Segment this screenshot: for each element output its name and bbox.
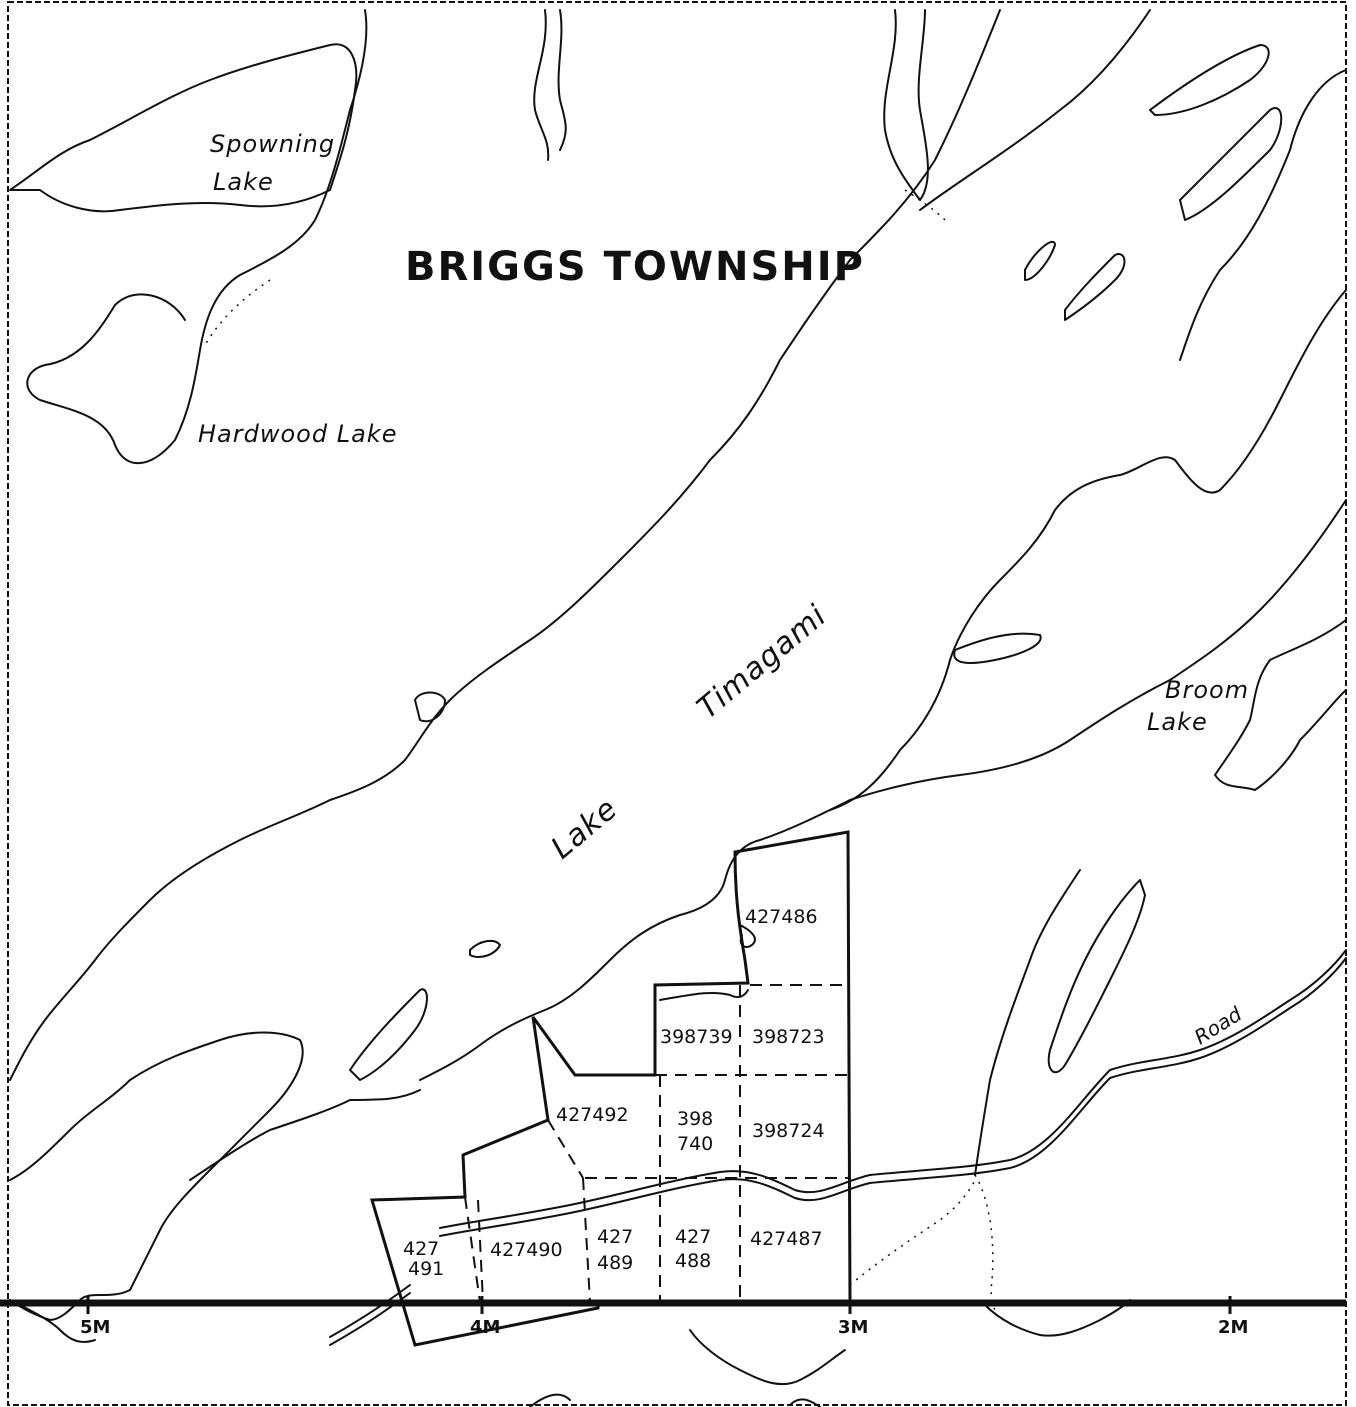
claim-427490: 427490 — [490, 1239, 563, 1261]
island-d — [469, 939, 501, 958]
timagami-northwest-shore — [9, 9, 1001, 1081]
claim-grid-line-v4 — [464, 1196, 481, 1303]
claim-427489-line-2: 489 — [597, 1252, 633, 1274]
broom-lake-label-1: Broom — [1165, 676, 1249, 704]
mile-marker-4m: 4M — [470, 1317, 500, 1338]
claim-398724: 398724 — [752, 1120, 825, 1142]
claim-427491-line-2: 491 — [408, 1258, 444, 1280]
east-narrow-lake — [1047, 879, 1146, 1074]
claim-398740-line-2: 740 — [677, 1133, 713, 1155]
portage-trail-east — [974, 1174, 996, 1311]
spowning-lake-label-1: Spowning — [210, 130, 335, 158]
lake-timagami-label-1: Lake — [545, 791, 625, 866]
map-frame — [7, 1, 1347, 1406]
mile-marker-5m: 5M — [80, 1317, 110, 1338]
lake-timagami-label-2: Timagami — [691, 598, 834, 726]
north-creek — [533, 9, 567, 161]
claim-398739: 398739 — [660, 1026, 733, 1048]
south-bay-shore — [189, 1089, 421, 1181]
south-lake-center — [689, 1329, 846, 1407]
northeast-islands — [1024, 44, 1283, 321]
broom-lake-shore — [1214, 619, 1347, 791]
broom-lake-label-2: Lake — [1147, 708, 1208, 736]
south-lake-east — [984, 1299, 1131, 1337]
claim-427489-line-1: 427 — [597, 1226, 633, 1248]
timagami-southeast-shore — [419, 499, 1347, 1081]
claim-427492: 427492 — [556, 1104, 629, 1126]
claim-grid-line-v5 — [477, 1199, 484, 1303]
northeast-point — [919, 9, 1151, 211]
island-a — [953, 632, 1042, 664]
spowning-lake-label-2: Lake — [213, 168, 274, 196]
northeast-shore — [883, 9, 929, 201]
claim-grid-line-v3 — [582, 1177, 591, 1303]
claim-shore-detail — [659, 924, 756, 1001]
east-shore-2 — [829, 289, 1347, 811]
claim-427486: 427486 — [745, 906, 818, 928]
hardwood-lake-label: Hardwood Lake — [198, 420, 397, 448]
claim-grid-line-diag — [547, 1119, 584, 1179]
claim-block-boundary — [370, 830, 852, 1347]
island-b — [414, 691, 446, 723]
east-shore-3 — [974, 869, 1081, 1176]
road-line-lower — [329, 957, 1347, 1346]
claim-427491-line-1: 427 — [403, 1238, 439, 1260]
claim-427488-line-1: 427 — [675, 1226, 711, 1248]
portage-trail-south — [849, 1179, 976, 1286]
western-shore — [26, 9, 368, 465]
mile-marker-2m: 2M — [1218, 1317, 1248, 1338]
east-shore — [1179, 69, 1347, 361]
portage-trail-north — [204, 279, 271, 346]
claim-427487: 427487 — [750, 1228, 823, 1250]
south-lake-bottom — [529, 1393, 571, 1407]
mile-marker-3m: 3M — [838, 1317, 868, 1338]
south-lake-west — [9, 1299, 96, 1343]
spowning-lake-shore — [9, 43, 358, 213]
claim-398723: 398723 — [752, 1026, 825, 1048]
island-c — [349, 988, 428, 1081]
claim-427488-line-2: 488 — [675, 1250, 711, 1272]
township-title: BRIGGS TOWNSHIP — [405, 244, 865, 290]
southwest-peninsula — [9, 1031, 304, 1321]
road-line-upper — [329, 949, 1347, 1338]
claim-398740-line-1: 398 — [677, 1108, 713, 1130]
